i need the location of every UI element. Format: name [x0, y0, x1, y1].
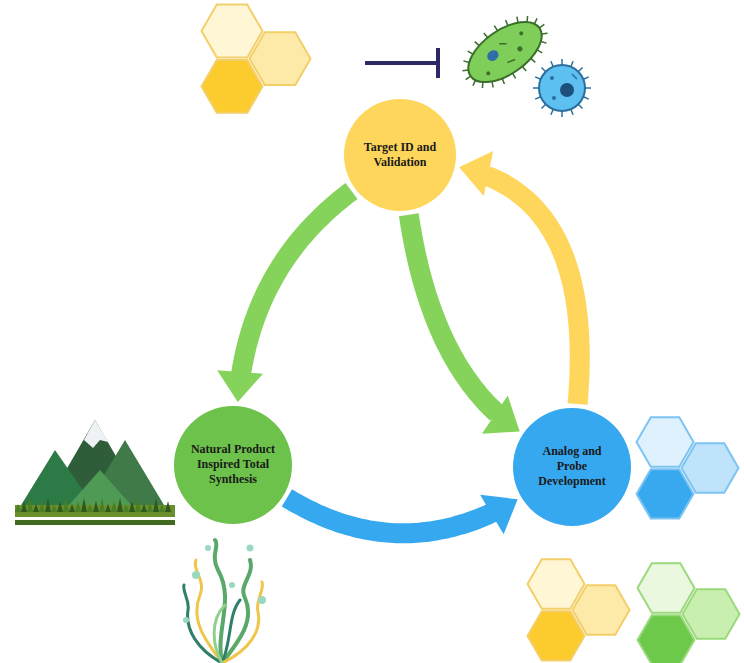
seaweed-icon [183, 540, 266, 663]
arrow-head [217, 370, 263, 402]
hexagon-cluster [528, 559, 630, 660]
hexagon [682, 443, 739, 492]
arrow-head [480, 495, 518, 535]
hexagon-clusters [202, 5, 740, 663]
inhibition-symbol [365, 48, 438, 78]
hexagon [250, 32, 311, 85]
target-circle: Target ID and Validation [344, 99, 457, 212]
bacteria-icon [450, 2, 591, 117]
hexagon [637, 469, 694, 518]
node-label: Natural Product Inspired Total Synthesis [187, 442, 279, 487]
cycle-arrow [217, 191, 351, 402]
hexagon [638, 615, 695, 663]
arrow-shaft [483, 172, 580, 404]
cycle-arrow [409, 215, 520, 434]
hexagon [528, 611, 585, 660]
arrow-shaft [287, 498, 497, 533]
arrow-head [482, 396, 520, 434]
hexagon-cluster [637, 417, 739, 518]
arrow-head [459, 151, 493, 196]
hexagon [683, 589, 740, 638]
hexagon [202, 5, 263, 58]
node-label: Target ID and Validation [354, 140, 446, 170]
cycle-arrow [287, 495, 518, 535]
hexagon-cluster [202, 5, 311, 113]
cycle-arrow [459, 151, 580, 404]
hexagon [637, 417, 694, 466]
synthesis-circle: Natural Product Inspired Total Synthesis [174, 406, 292, 524]
node-label: Analog and Probe Development [526, 444, 618, 489]
hexagon [638, 563, 695, 612]
hexagon [528, 559, 585, 608]
arrow-shaft [240, 191, 352, 378]
hexagon [202, 60, 263, 113]
probe-circle: Analog and Probe Development [513, 408, 631, 526]
arrow-shaft [409, 215, 500, 418]
hexagon [573, 585, 630, 634]
hexagon-cluster [638, 563, 740, 663]
mountains-icon [15, 420, 175, 525]
